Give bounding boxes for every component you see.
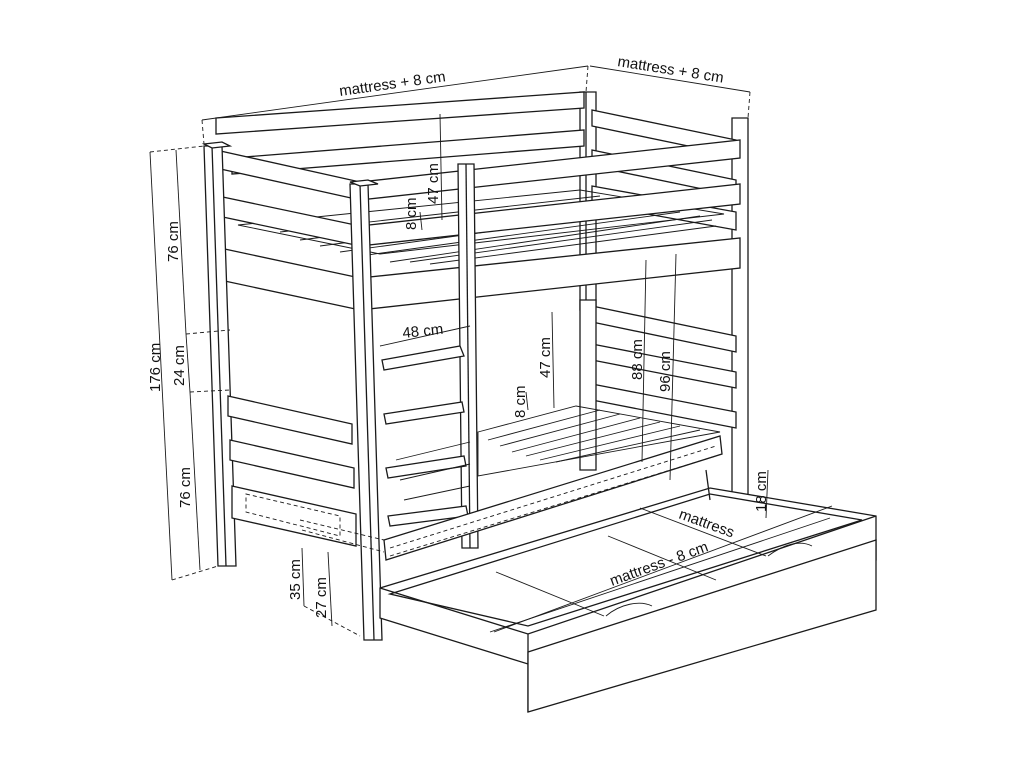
trundle-drawer — [379, 469, 877, 713]
label-upper-slat-offset: 8 cm — [403, 197, 420, 230]
label-ladder-width: 48 cm — [402, 321, 444, 342]
label-upper-rail-height: 47 cm — [425, 163, 442, 204]
label-drawer-clearance: 27 cm — [313, 577, 330, 618]
label-lower-slat-offset: 8 cm — [512, 385, 529, 418]
label-top-length: mattress + 8 cm — [338, 68, 446, 100]
label-gap-height: 24 cm — [171, 345, 188, 386]
label-top-width: mattress + 8 cm — [616, 53, 724, 87]
dimension-lines — [149, 65, 833, 637]
label-clearance-96: 96 cm — [657, 351, 674, 392]
label-lower-rail-height: 47 cm — [537, 337, 554, 378]
label-upper-height: 76 cm — [165, 221, 182, 262]
label-drawer-depth: 18 cm — [753, 471, 770, 512]
label-clearance-88: 88 cm — [629, 339, 646, 380]
label-total-height: 176 cm — [147, 343, 164, 392]
label-lower-height: 76 cm — [177, 467, 194, 508]
bed-frame — [201, 91, 749, 641]
label-bed-base-height: 35 cm — [287, 559, 304, 600]
